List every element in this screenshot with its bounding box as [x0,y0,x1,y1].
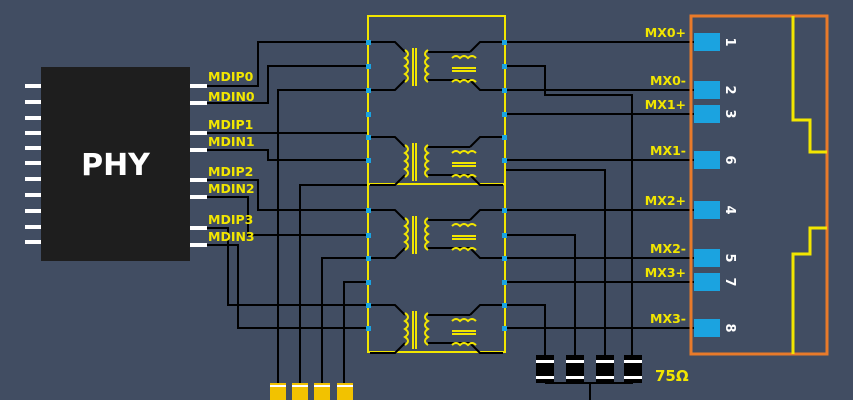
wire-mdip2 [207,179,368,211]
capacitor-3 [314,383,330,400]
wire-mdin1 [207,149,368,161]
termination-network: 75Ω [536,355,689,385]
transformer-frame-lower [367,183,506,353]
connector-pin-pad [694,201,720,219]
wire-sct-1 [505,65,633,355]
wire-sct-4 [505,304,546,355]
capacitor-bank [270,383,353,400]
phy-label: PHY [81,148,151,183]
wire-mdin3 [207,244,368,329]
connector-signal-label: MX2+ [645,193,686,208]
connector-signal-label: MX0- [650,73,686,88]
signal-label-mdip1: MDIP1 [208,117,253,132]
connector-pin: MX3- 8 [650,311,737,337]
transformer-channel [366,112,507,186]
phy-signal-labels: MDIP0 MDIN0 MDIP1 MDIN1 MDIP2 MDIN2 MDIP… [208,69,255,244]
connector-pin-pad [694,273,720,291]
connector-signal-label: MX0+ [645,25,686,40]
wiring [207,41,694,400]
phy-right-pins [189,84,207,247]
wire-sct-3 [505,234,576,355]
connector-latch-outline [791,16,827,354]
connector-pin-number: 2 [722,85,737,94]
connector-signal-label: MX2- [650,241,686,256]
connector-pin: MX2- 5 [650,241,737,267]
connector-pin-pad [694,81,720,99]
wire-mdin2 [207,196,368,236]
connector-pin: MX1- 6 [650,143,737,169]
connector-pin-number: 5 [722,253,737,262]
termination-label: 75Ω [655,367,689,385]
connector-pin-pad [694,33,720,51]
transformer-channel [366,280,507,354]
capacitor-2 [292,383,308,400]
wire-mdin0 [207,65,368,104]
connector-pin: MX2+ 4 [645,193,737,219]
wire-mdip0 [207,41,368,87]
wire-ct-3 [321,257,368,385]
wire-mdip3 [207,227,368,306]
connector-signal-label: MX1+ [645,97,686,112]
connector-pin: MX0- 2 [650,73,737,99]
phy-chip: PHY [25,67,207,261]
connector-pin-pad [694,249,720,267]
phy-body [41,67,190,261]
capacitor-4 [337,383,353,400]
wire-ct-2 [299,184,368,385]
signal-label-mdip3: MDIP3 [208,212,253,227]
connector-pin-number: 4 [722,205,737,214]
connector-frame [689,14,829,356]
connector-signal-label: MX3+ [645,265,686,280]
signal-label-mdin2: MDIN2 [208,181,255,196]
connector-pin-number: 1 [722,37,737,46]
connector-pin-number: 8 [722,323,737,332]
wire-sct-2 [505,169,606,355]
signal-label-mdin1: MDIN1 [208,134,255,149]
connector-signal-label: MX3- [650,311,686,326]
wire-ct-4 [343,281,368,385]
connector-pin-pad [694,151,720,169]
phy-left-pins [25,84,42,244]
transformer-channel [366,208,507,261]
wire-ct-1 [277,89,368,385]
connector-pin: MX3+ 7 [645,265,737,291]
connector-pin-pad [694,319,720,337]
connector-signal-label: MX1- [650,143,686,158]
connector-pin-pad [694,105,720,123]
signal-label-mdin0: MDIN0 [208,89,255,104]
connector-pin-number: 7 [722,277,737,286]
signal-label-mdip2: MDIP2 [208,164,253,179]
capacitor-1 [270,383,286,400]
connector-pin-number: 3 [722,109,737,118]
connector-pin: MX0+ 1 [645,25,737,51]
transformer-channel [366,40,507,93]
connector-pin: MX1+ 3 [645,97,737,123]
transformer-channels [366,40,507,354]
signal-label-mdin3: MDIN3 [208,229,255,244]
transformer-block [366,15,507,354]
signal-label-mdip0: MDIP0 [208,69,254,84]
connector-pin-number: 6 [722,155,737,164]
